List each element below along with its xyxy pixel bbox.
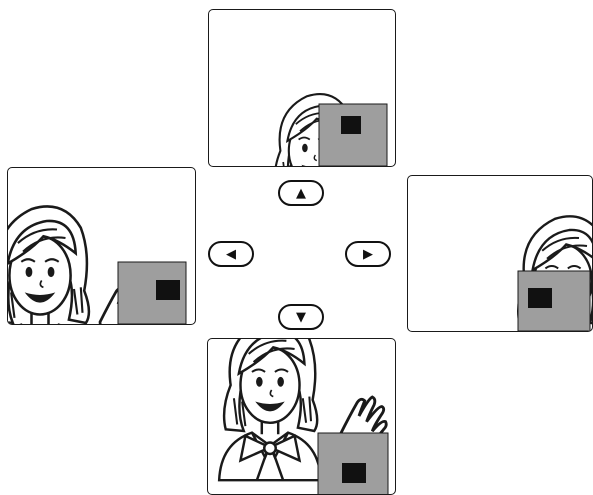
girl-illustration-bottom — [208, 339, 396, 495]
black-square — [528, 288, 552, 308]
triangle-left-icon: ◀ — [226, 248, 236, 261]
gray-overlay — [319, 104, 387, 166]
view-panel-bottom — [207, 338, 396, 495]
girl-illustration-top — [209, 10, 396, 167]
girl-illustration-right — [408, 176, 593, 332]
triangle-right-icon: ▶ — [363, 248, 373, 261]
view-panel-left — [7, 167, 196, 325]
nav-down-button[interactable]: ▼ — [278, 304, 324, 330]
nav-left-button[interactable]: ◀ — [208, 241, 254, 267]
black-square — [342, 463, 366, 483]
view-panel-right — [407, 175, 593, 332]
girl-illustration-left — [8, 168, 196, 325]
black-square — [341, 116, 361, 134]
triangle-up-icon: ▲ — [296, 187, 306, 200]
triangle-down-icon: ▼ — [296, 311, 306, 324]
black-square — [156, 280, 180, 300]
view-panel-top — [208, 9, 396, 167]
nav-right-button[interactable]: ▶ — [345, 241, 391, 267]
nav-up-button[interactable]: ▲ — [278, 180, 324, 206]
